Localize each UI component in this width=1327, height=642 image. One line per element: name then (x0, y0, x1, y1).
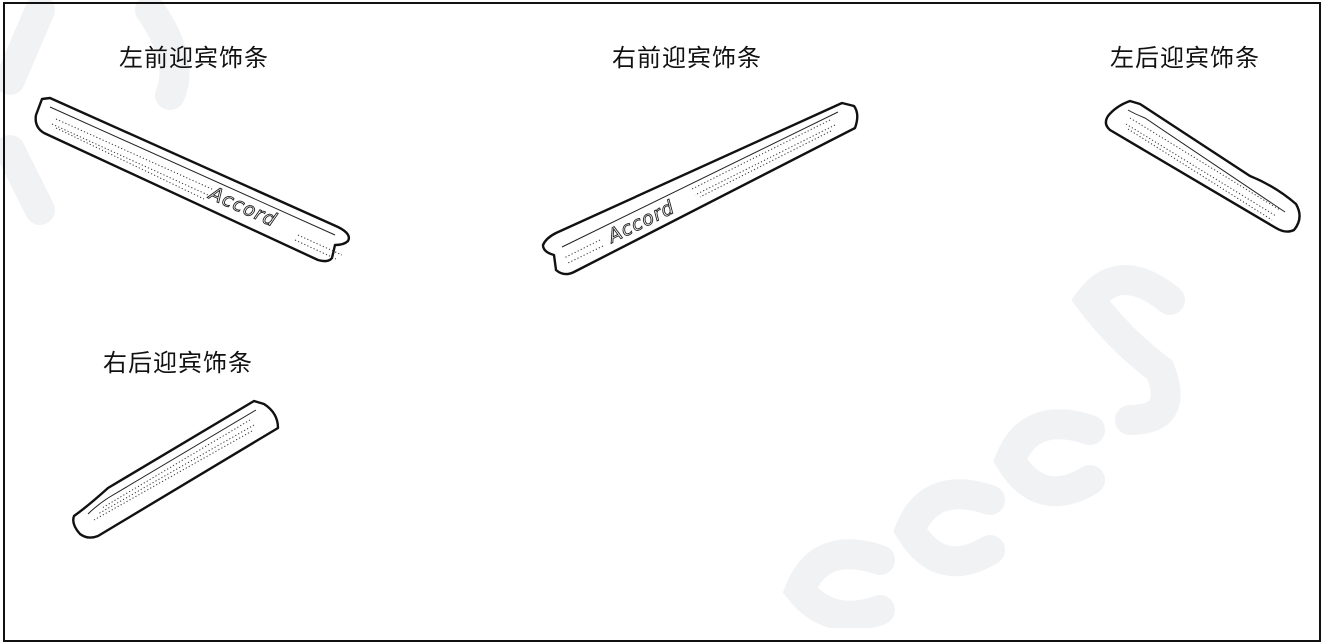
left-rear-sill-plate (1100, 98, 1310, 242)
label-right-front-sill: 右前迎宾饰条 (612, 44, 762, 72)
label-left-front-sill: 左前迎宾饰条 (119, 44, 269, 72)
label-right-rear-sill: 右后迎宾饰条 (103, 349, 253, 377)
label-left-rear-sill: 左后迎宾饰条 (1110, 44, 1260, 72)
right-front-sill-plate: Accord (540, 100, 860, 284)
right-rear-sill-plate (68, 398, 288, 547)
left-front-sill-plate: Accord (30, 95, 360, 269)
